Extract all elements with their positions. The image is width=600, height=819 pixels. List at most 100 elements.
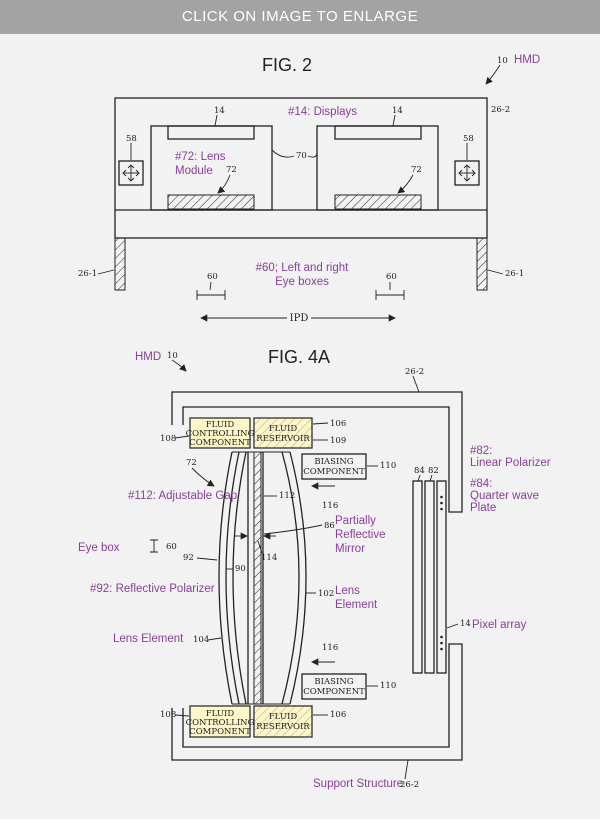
lens-element-right-curve bbox=[281, 451, 300, 705]
eye-boxes-annotation-2: Eye boxes bbox=[275, 276, 329, 288]
fig2-ref-58-right: 58 bbox=[463, 134, 474, 144]
fig4a-ref-109: 109 bbox=[330, 436, 346, 446]
fig4a-ref-10: 10 bbox=[167, 351, 178, 361]
fig4a-hmd-arrow bbox=[171, 359, 187, 372]
fig4a-ref-112: 112 bbox=[279, 491, 295, 501]
leader-82 bbox=[429, 474, 433, 482]
lens-element-right-l1: Lens bbox=[335, 585, 360, 597]
biasing-component-bottom bbox=[301, 673, 367, 700]
quarter-wave-l1: #84: bbox=[470, 478, 492, 490]
fluid-res-bottom-l2: RESERVOIR bbox=[256, 722, 310, 732]
adjustable-gap-annotation: #112: Adjustable Gap bbox=[128, 490, 237, 502]
fig4a-ref-110-top: 110 bbox=[380, 461, 396, 471]
fluid-res-bottom-l1: FLUID bbox=[269, 712, 298, 722]
fluid-controlling-component-top bbox=[189, 417, 251, 449]
fluid-res-top-l1: FLUID bbox=[269, 424, 298, 434]
hmd-housing bbox=[114, 97, 488, 239]
fluid-reservoir-bottom-hatch bbox=[254, 706, 312, 737]
leader-114 bbox=[257, 540, 263, 554]
fig2-ref-26-1-left: 26-1 bbox=[78, 269, 97, 279]
fig4a-ref-14: 14 bbox=[460, 619, 471, 629]
lens-outer-left-2 bbox=[225, 451, 240, 705]
leader-26-2-bottom bbox=[404, 759, 409, 780]
left-four-way-arrow-icon bbox=[122, 164, 140, 182]
linear-polarizer-l1: #82: bbox=[470, 445, 492, 457]
fig2-ref-70: 70 bbox=[296, 151, 307, 161]
eye-box-marker bbox=[150, 539, 158, 553]
lens-element-left-annotation: Lens Element bbox=[113, 633, 184, 645]
fluid-ctrl-top-l1: FLUID bbox=[206, 420, 235, 430]
fig4a-ref-106-top: 106 bbox=[330, 419, 346, 429]
leader-108-bottom bbox=[174, 714, 190, 717]
fig4a-ref-82: 82 bbox=[428, 466, 439, 476]
partially-reflective-mirror bbox=[253, 451, 262, 705]
pixel-array-layer bbox=[436, 480, 447, 674]
quarter-wave-l3: Plate bbox=[470, 502, 496, 514]
fig4a-ref-26-2-bottom: 26-2 bbox=[400, 780, 419, 790]
fig4a-ref-72: 72 bbox=[186, 458, 197, 468]
right-four-way-arrow-icon bbox=[458, 164, 476, 182]
fig4a-ref-116-bottom: 116 bbox=[322, 643, 338, 653]
fig4a-ref-60: 60 bbox=[166, 542, 177, 552]
fig4a-ref-116-top: 116 bbox=[322, 501, 338, 511]
fluid-ctrl-bottom-l3: COMPONENT bbox=[189, 727, 251, 737]
leader-70 bbox=[271, 149, 318, 158]
fig4a-ref-86: 86 bbox=[324, 521, 335, 531]
fig4a-title: FIG. 4A bbox=[268, 347, 330, 367]
support-structure-annotation: Support Structure bbox=[313, 778, 403, 790]
fig4a-ref-102: 102 bbox=[318, 589, 334, 599]
fig4a-ref-114: 114 bbox=[261, 553, 277, 563]
fig2-ref-14-left: 14 bbox=[214, 106, 225, 116]
lens-outer-left-3 bbox=[232, 451, 247, 705]
linear-polarizer-layer bbox=[412, 480, 423, 674]
leader-60-left bbox=[209, 281, 212, 291]
left-support-leg bbox=[114, 237, 126, 291]
leader-26-1-right bbox=[487, 269, 504, 275]
right-eye-box bbox=[375, 290, 405, 300]
partial-mirror-l1: Partially bbox=[335, 515, 376, 527]
enlarge-banner[interactable]: CLICK ON IMAGE TO ENLARGE bbox=[0, 0, 600, 34]
fig4a-ref-26-2-top: 26-2 bbox=[405, 367, 424, 377]
biasing-bottom-l2: COMPONENT bbox=[303, 687, 365, 697]
left-adjust-button bbox=[118, 160, 144, 186]
fig4a-ref-104: 104 bbox=[193, 635, 209, 645]
fig4a-ref-108-bottom: 108 bbox=[160, 710, 176, 720]
left-eye-box bbox=[196, 290, 226, 300]
biasing-component-top bbox=[301, 453, 367, 480]
lens-module-annotation-1: #72: Lens bbox=[175, 151, 226, 163]
fig2-ref-60-left: 60 bbox=[207, 272, 218, 282]
fluid-res-top-l2: RESERVOIR bbox=[256, 434, 310, 444]
lens-module-annotation-2: Module bbox=[175, 165, 213, 177]
fig2-title: FIG. 2 bbox=[262, 55, 312, 75]
fluid-ctrl-bottom-l2: CONTROLLING bbox=[186, 718, 255, 728]
left-display bbox=[167, 125, 255, 140]
pixel-array-annotation: Pixel array bbox=[472, 619, 527, 631]
patent-figure[interactable]: FIG. 2 10 HMD 26-2 26-1 26-1 14 14 #14: … bbox=[0, 34, 600, 819]
fig2-hmd-label: HMD bbox=[514, 54, 540, 66]
leader-14-left bbox=[214, 114, 218, 127]
quarter-wave-l2: Quarter wave bbox=[470, 490, 539, 502]
leader-26-1-left bbox=[97, 269, 115, 275]
arrow-72-right bbox=[397, 174, 414, 194]
fluid-ctrl-top-l3: COMPONENT bbox=[189, 438, 251, 448]
biasing-top-l1: BIASING bbox=[314, 457, 353, 467]
support-structure-top bbox=[171, 391, 463, 513]
fig4a-ref-108-top: 108 bbox=[160, 434, 176, 444]
leader-26-2-top bbox=[412, 375, 420, 393]
arrow-72-left bbox=[217, 174, 231, 194]
right-support-leg bbox=[476, 237, 488, 291]
arrow-72 bbox=[191, 467, 215, 487]
fig2-ref-60-right: 60 bbox=[386, 272, 397, 282]
fig4a-ref-90: 90 bbox=[235, 564, 246, 574]
fig-2: FIG. 2 10 HMD 26-2 26-1 26-1 14 14 #14: … bbox=[78, 54, 540, 324]
fig2-ref-26-2: 26-2 bbox=[491, 105, 510, 115]
right-lens bbox=[334, 194, 422, 210]
leader-106-top bbox=[312, 422, 329, 425]
fig2-ref-14-right: 14 bbox=[392, 106, 403, 116]
fig2-hmd-arrow bbox=[485, 64, 501, 85]
leader-84 bbox=[417, 474, 421, 482]
eye-boxes-annotation-1: #60; Left and right bbox=[256, 262, 350, 274]
fig2-ref-26-1-right: 26-1 bbox=[505, 269, 524, 279]
leader-92 bbox=[196, 557, 218, 561]
partial-mirror-l2: Reflective bbox=[335, 529, 386, 541]
